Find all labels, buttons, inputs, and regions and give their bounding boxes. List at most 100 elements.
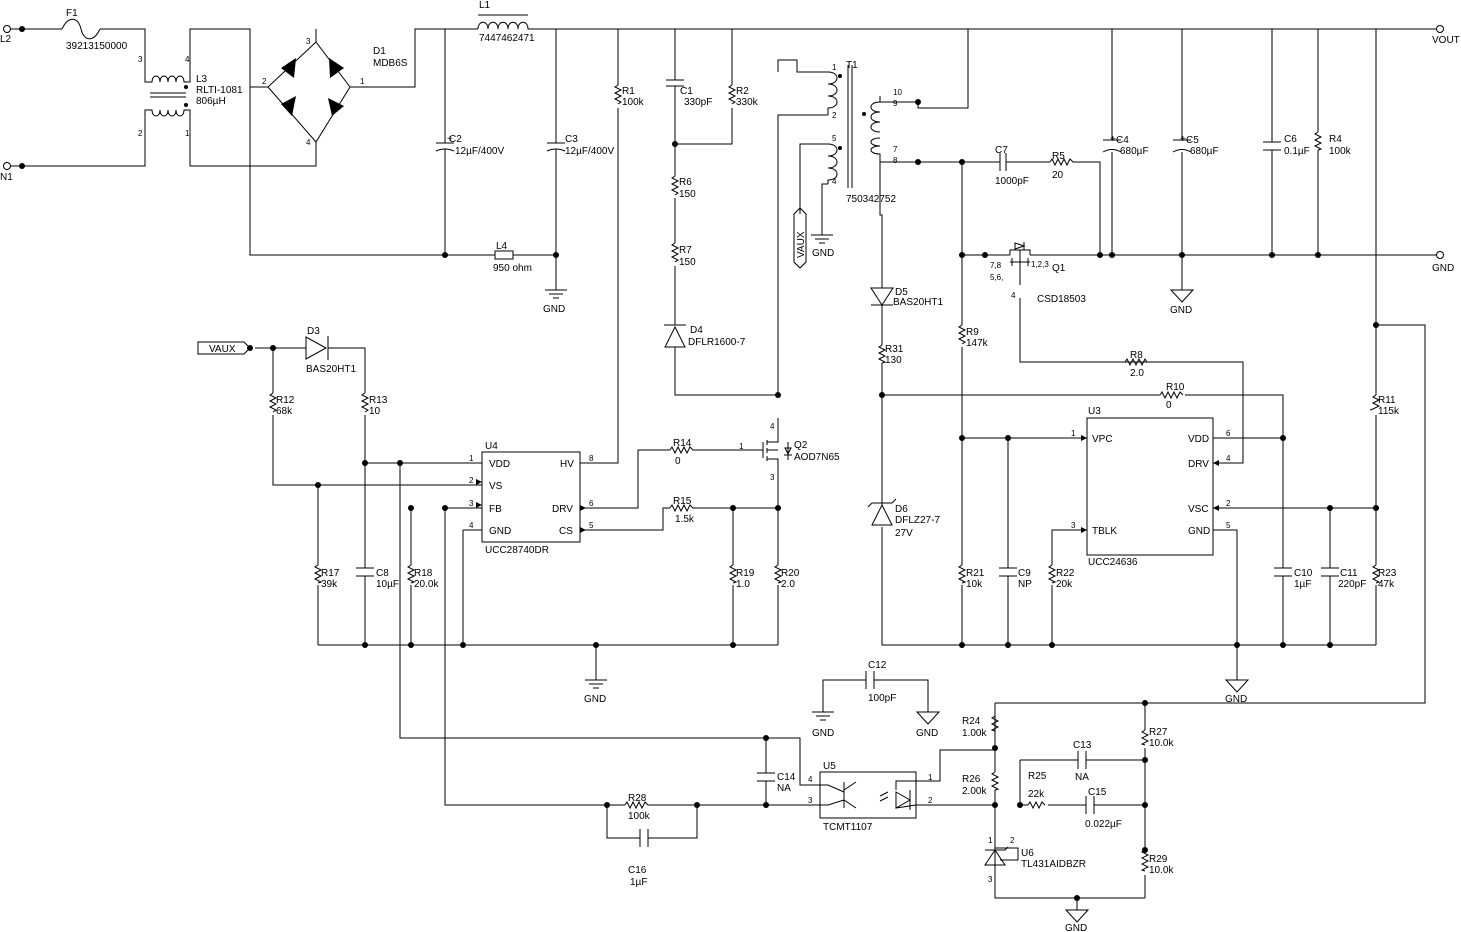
resistor-r22[interactable] — [1047, 564, 1057, 584]
capacitor-c10[interactable] — [1274, 567, 1292, 577]
diode-d4[interactable] — [664, 324, 686, 348]
resistor-r31[interactable] — [877, 344, 887, 364]
u4-num-vs: 2 — [469, 476, 474, 485]
q1-pin123: 1,2,3 — [1031, 260, 1049, 269]
mosfet-q1[interactable] — [1009, 242, 1031, 285]
resistor-r5[interactable] — [1049, 157, 1075, 167]
ferrite-l4[interactable] — [494, 250, 514, 260]
terminal-n1[interactable]: N1 — [0, 162, 13, 184]
label-l2: L2 — [0, 34, 12, 45]
resistor-r18[interactable] — [406, 564, 416, 584]
r21-value: 10k — [966, 579, 983, 590]
l3-ref: L3 — [196, 74, 208, 85]
ic-u3[interactable]: U3 UCC24636 VPC TBLK VDD DRV VSC GND 1 3… — [1071, 406, 1231, 568]
resistor-r14[interactable] — [669, 445, 696, 455]
bridge-rectifier-d1[interactable] — [267, 41, 351, 152]
resistor-r2[interactable] — [727, 84, 737, 105]
terminal-gnd-out[interactable]: GND — [1432, 251, 1454, 275]
resistor-r7[interactable] — [670, 242, 680, 263]
resistor-r4[interactable] — [1313, 131, 1323, 151]
u3-pin-vsc: VSC — [1188, 504, 1209, 515]
label-vout: VOUT — [1432, 35, 1460, 46]
capacitor-c7[interactable] — [999, 153, 1015, 171]
t1-pin2: 2 — [832, 111, 837, 120]
choke-l3[interactable] — [144, 72, 191, 120]
capacitor-c2[interactable] — [435, 135, 455, 160]
resistor-r24[interactable] — [990, 715, 1000, 732]
r2-value: 330k — [736, 97, 759, 108]
c4-plus: + — [1110, 134, 1116, 145]
u3-pin-tblk: TBLK — [1092, 526, 1117, 537]
ic-u4[interactable]: U4 UCC28740DR VDD VS FB GND HV DRV CS 1 … — [469, 441, 594, 556]
u5-ref: U5 — [823, 761, 836, 772]
capacitor-c13[interactable] — [1077, 751, 1087, 769]
resistor-r26[interactable] — [990, 771, 1000, 791]
resistor-r21[interactable] — [957, 564, 967, 584]
resistor-r1[interactable] — [613, 84, 623, 105]
u3-num-vpc: 1 — [1071, 429, 1076, 438]
resistor-r15[interactable] — [669, 503, 696, 513]
q1-ref: Q1 — [1052, 263, 1066, 274]
l3-value: RLTI-1081 — [196, 85, 243, 96]
resistor-r8[interactable] — [1124, 357, 1148, 367]
gnd-label-1: GND — [543, 304, 565, 315]
resistor-r23[interactable] — [1371, 564, 1381, 584]
resistor-r28[interactable] — [624, 800, 651, 810]
capacitor-c6[interactable] — [1263, 141, 1281, 151]
l3-value2: 806µH — [196, 96, 226, 107]
diode-d5[interactable] — [870, 287, 894, 306]
capacitor-c11[interactable] — [1321, 567, 1339, 577]
terminal-vout[interactable]: VOUT — [1432, 25, 1460, 47]
capacitor-c3[interactable] — [546, 135, 566, 160]
r7-value: 150 — [679, 257, 696, 268]
diode-d3[interactable] — [305, 336, 329, 360]
optocoupler-u5[interactable]: U5 TCMT1107 4 3 1 2 — [808, 761, 933, 833]
resistor-r13[interactable] — [360, 392, 370, 413]
vaux-flag-left[interactable]: VAUX — [197, 341, 251, 355]
resistor-r27[interactable] — [1140, 729, 1150, 746]
vaux-flag-transformer[interactable]: VAUX — [793, 207, 807, 269]
capacitor-c14[interactable] — [757, 772, 775, 782]
capacitor-c5[interactable] — [1172, 139, 1192, 153]
capacitor-c1[interactable] — [666, 79, 684, 96]
r14-ref: R14 — [673, 438, 692, 449]
capacitor-c16[interactable] — [639, 829, 649, 847]
c2-ref: C2 — [449, 134, 462, 145]
r4-ref: R4 — [1329, 134, 1342, 145]
capacitor-c8[interactable] — [356, 567, 374, 577]
resistor-r9[interactable] — [957, 324, 967, 345]
capacitor-c4[interactable] — [1102, 139, 1122, 153]
resistor-r12[interactable] — [268, 392, 278, 413]
l4-ref: L4 — [496, 241, 508, 252]
transformer-t1[interactable] — [827, 65, 881, 188]
capacitor-c9[interactable] — [999, 567, 1017, 577]
resistor-r10[interactable] — [1159, 390, 1184, 400]
d3-value: BAS20HT1 — [306, 364, 356, 375]
t1-ref: T1 — [846, 60, 858, 71]
terminal-l2[interactable]: L2 — [0, 25, 12, 46]
shunt-regulator-u6[interactable] — [984, 846, 1019, 880]
capacitor-c12[interactable] — [865, 671, 875, 689]
c6-value: 0.1µF — [1284, 146, 1310, 157]
resistor-r6[interactable] — [670, 175, 680, 196]
resistor-r17[interactable] — [313, 564, 323, 584]
c8-ref: C8 — [376, 568, 389, 579]
c5-ref: C5 — [1186, 135, 1199, 146]
u3-num-vsc: 2 — [1226, 499, 1231, 508]
capacitor-c15[interactable] — [1085, 796, 1095, 814]
u3-part: UCC24636 — [1088, 557, 1138, 568]
inductor-l1[interactable] — [477, 14, 530, 30]
u5-pin1: 1 — [928, 773, 933, 782]
resistor-r29[interactable] — [1140, 849, 1150, 872]
resistor-r19[interactable] — [728, 564, 738, 584]
fuse-f1[interactable]: F1 39213150000 — [61, 8, 128, 52]
d1-ref: D1 — [373, 46, 386, 57]
resistor-r11[interactable] — [1369, 394, 1381, 411]
resistor-r25[interactable] — [1027, 800, 1046, 810]
zener-d6[interactable] — [867, 498, 897, 526]
choke-dot-1 — [184, 85, 188, 89]
mosfet-q2[interactable] — [757, 418, 792, 475]
resistor-r20[interactable] — [773, 564, 783, 584]
t1-pin4: 4 — [832, 177, 837, 186]
